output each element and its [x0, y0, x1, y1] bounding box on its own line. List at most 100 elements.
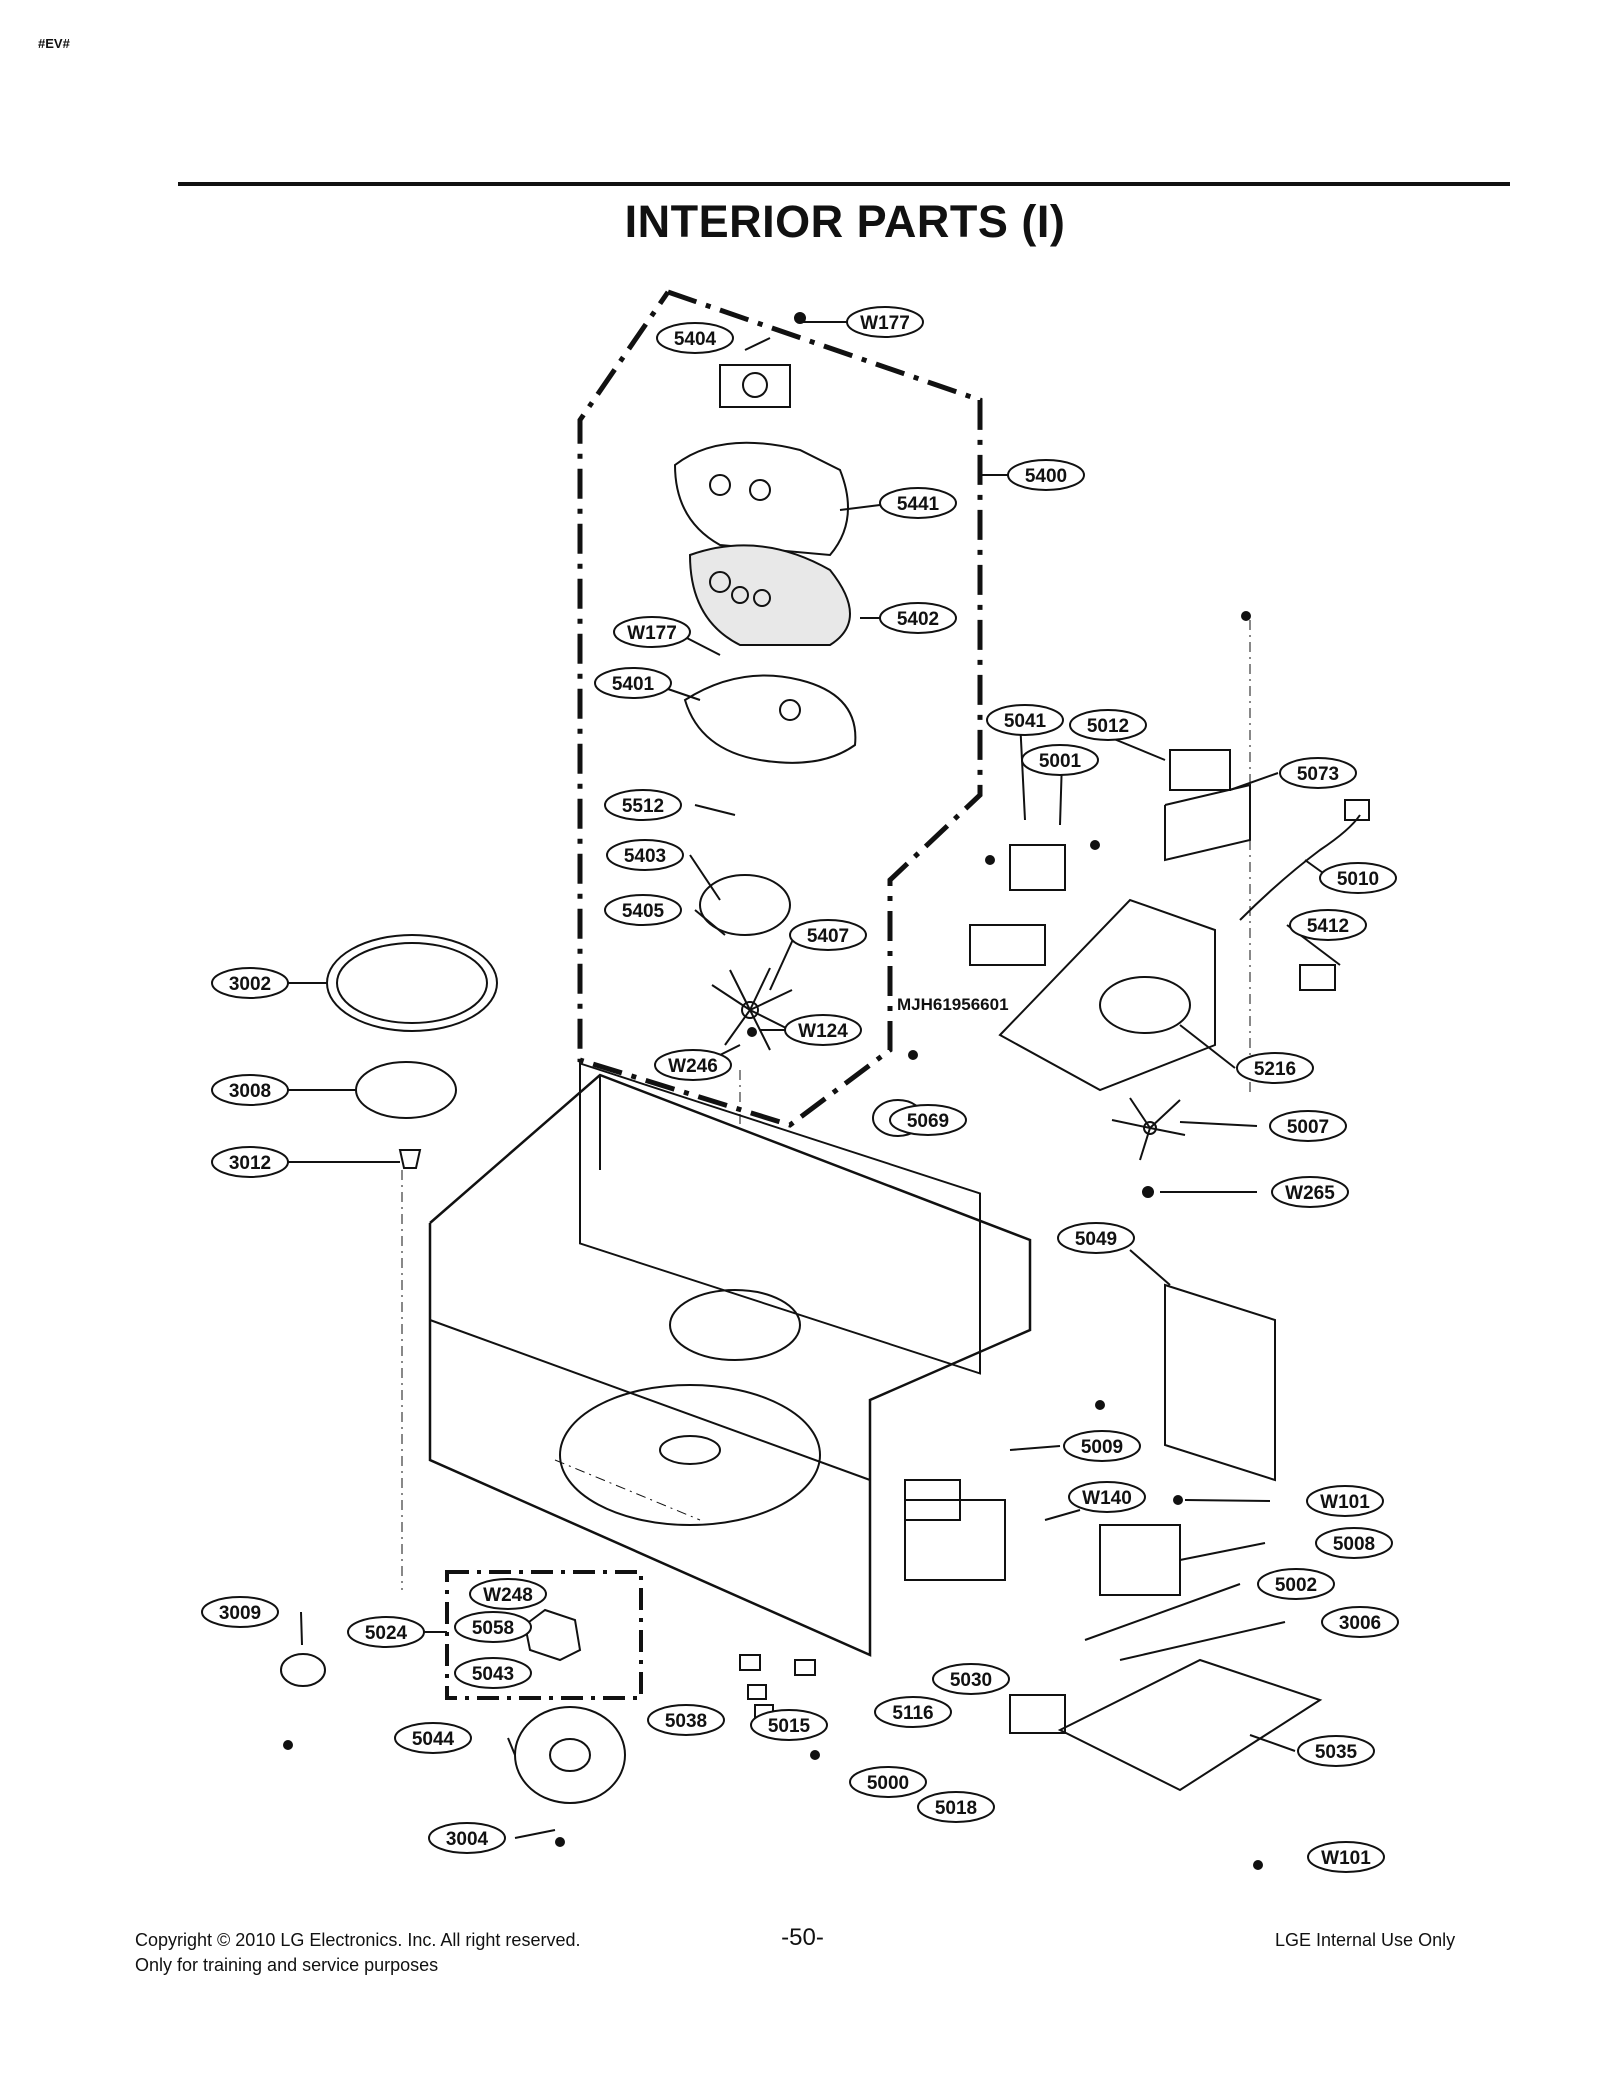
callout-5073: 5073	[1279, 757, 1357, 789]
callout-5008: 5008	[1315, 1527, 1393, 1559]
page-number: -50-	[781, 1924, 824, 1951]
callout-text: 5010	[1337, 869, 1379, 890]
training-note: Only for training and service purposes	[135, 1955, 439, 1975]
callout-5403: 5403	[606, 839, 684, 871]
callout-5402: 5402	[879, 602, 957, 634]
callout-text: W177	[627, 623, 677, 644]
callout-5441: 5441	[879, 487, 957, 519]
callout-w124: W124	[784, 1014, 862, 1046]
callout-text: 5441	[897, 494, 940, 515]
callout-text: 3002	[229, 974, 271, 995]
callout-text: W124	[798, 1021, 848, 1042]
callout-text: 5073	[1297, 764, 1339, 785]
callout-labels: W1775404540054415402W1775401551254035405…	[201, 306, 1399, 1873]
callout-text: 3006	[1339, 1613, 1381, 1634]
assembly-5024-outline	[445, 1570, 643, 1700]
callout-3006: 3006	[1321, 1606, 1399, 1638]
callout-w101: W101	[1307, 1841, 1385, 1873]
callout-3009: 3009	[201, 1596, 279, 1628]
callout-5216: 5216	[1236, 1052, 1314, 1084]
callout-text: 5049	[1075, 1229, 1117, 1250]
callout-text: 5002	[1275, 1575, 1317, 1596]
callout-5041: 5041	[986, 704, 1064, 736]
callout-text: 5012	[1087, 716, 1129, 737]
callout-3008: 3008	[211, 1074, 289, 1106]
callout-5405: 5405	[604, 894, 682, 926]
callout-text: 5030	[950, 1670, 992, 1691]
callout-w265: W265	[1271, 1176, 1349, 1208]
callout-5035: 5035	[1297, 1735, 1375, 1767]
callout-text: 5402	[897, 609, 939, 630]
callout-text: 5000	[867, 1773, 909, 1794]
callout-5407: 5407	[789, 919, 867, 951]
callout-text: 5403	[624, 846, 666, 867]
callout-text: 5001	[1039, 751, 1082, 772]
callout-5058: 5058	[454, 1611, 532, 1643]
callout-text: 5038	[665, 1711, 707, 1732]
callout-5007: 5007	[1269, 1110, 1347, 1142]
callout-3002: 3002	[211, 967, 289, 999]
callout-text: 5404	[674, 329, 717, 350]
callout-text: 5116	[892, 1703, 933, 1724]
callout-5038: 5038	[647, 1704, 725, 1736]
callout-5400: 5400	[1007, 459, 1085, 491]
callout-text: 3009	[219, 1603, 261, 1624]
callout-text: W101	[1320, 1492, 1370, 1513]
callout-3012: 3012	[211, 1146, 289, 1178]
footer-left: Copyright © 2010 LG Electronics. Inc. Al…	[135, 1928, 580, 1978]
callout-5044: 5044	[394, 1722, 472, 1754]
callout-5401: 5401	[594, 667, 672, 699]
callout-text: 5407	[807, 926, 849, 947]
callout-text: W246	[668, 1056, 718, 1077]
callout-text: 3012	[229, 1153, 271, 1174]
callout-text: W101	[1321, 1848, 1371, 1869]
assembly-5400-outline	[577, 289, 983, 1128]
callout-text: 5216	[1254, 1059, 1296, 1080]
callout-text: 5024	[365, 1623, 408, 1644]
callout-text: 5401	[612, 674, 655, 695]
callout-5049: 5049	[1057, 1222, 1135, 1254]
callout-5018: 5018	[917, 1791, 995, 1823]
callout-5002: 5002	[1257, 1568, 1335, 1600]
internal-use-note: LGE Internal Use Only	[1275, 1930, 1456, 1950]
callout-w177: W177	[846, 306, 924, 338]
callout-text: 5041	[1004, 711, 1047, 732]
callout-w248: W248	[469, 1578, 547, 1610]
top-rule	[178, 182, 1510, 186]
callout-3004: 3004	[428, 1822, 506, 1854]
callout-5000: 5000	[849, 1766, 927, 1798]
callout-text: W140	[1082, 1488, 1132, 1509]
callout-text: W248	[483, 1585, 533, 1606]
page-title: INTERIOR PARTS (I)	[624, 196, 1066, 247]
callout-text: W265	[1285, 1183, 1335, 1204]
callout-text: 5412	[1307, 916, 1349, 937]
callout-5024: 5024	[347, 1616, 425, 1648]
callout-5116: 5116	[874, 1696, 952, 1728]
callout-text: 5015	[768, 1716, 811, 1737]
callout-text: 5400	[1025, 466, 1067, 487]
callout-text: 5058	[472, 1618, 514, 1639]
callout-5012: 5012	[1069, 709, 1147, 741]
callout-text: 5008	[1333, 1534, 1375, 1555]
callout-text: 5044	[412, 1729, 455, 1750]
corner-tag: #EV#	[38, 36, 70, 51]
copyright-text: Copyright © 2010 LG Electronics. Inc. Al…	[135, 1930, 581, 1950]
callout-5015: 5015	[750, 1709, 828, 1741]
reference-label: MJH61956601	[897, 995, 1009, 1014]
callout-5030: 5030	[932, 1663, 1010, 1695]
callout-text: 5035	[1315, 1742, 1358, 1763]
callout-w177: W177	[613, 616, 691, 648]
callout-5412: 5412	[1289, 909, 1367, 941]
callout-5010: 5010	[1319, 862, 1397, 894]
callout-5001: 5001	[1021, 744, 1099, 776]
callout-text: 5018	[935, 1798, 977, 1819]
callout-text: 5512	[622, 796, 664, 817]
callout-5069: 5069	[889, 1104, 967, 1136]
callout-text: 5405	[622, 901, 665, 922]
callout-text: 3008	[229, 1081, 271, 1102]
callout-text: 5007	[1287, 1117, 1329, 1138]
callout-5512: 5512	[604, 789, 682, 821]
callout-text: 5009	[1081, 1437, 1123, 1458]
callout-w246: W246	[654, 1049, 732, 1081]
